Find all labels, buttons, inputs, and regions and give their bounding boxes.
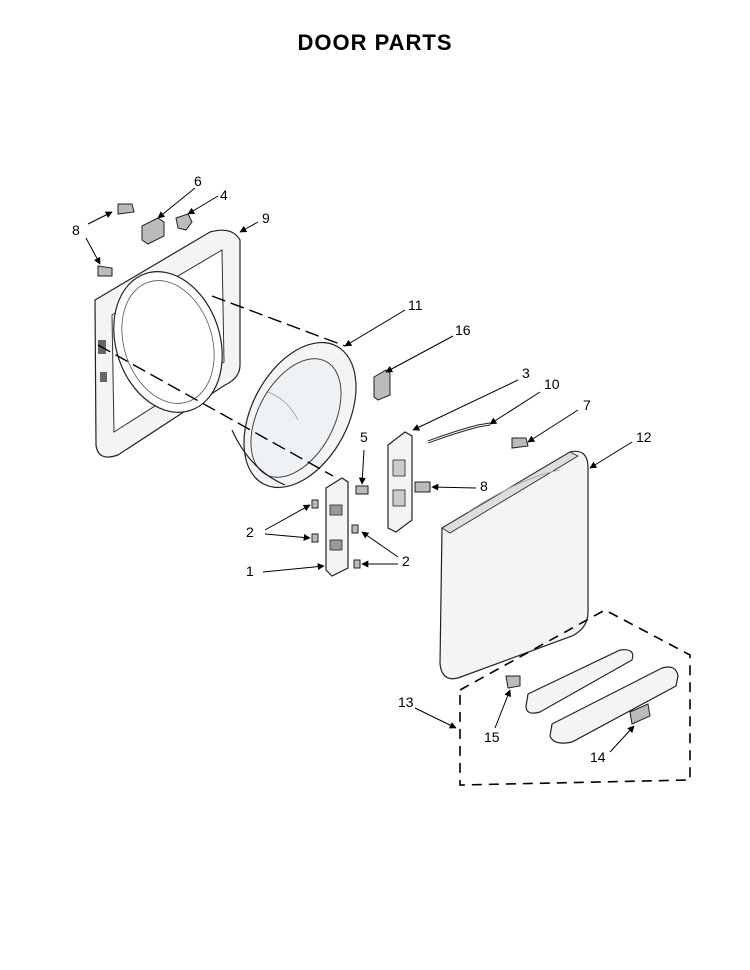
callout-8-left: 8 — [72, 222, 80, 238]
screw-part-8-upper[interactable] — [117, 203, 135, 215]
alignment-line-lower — [97, 344, 334, 477]
callout-11: 11 — [408, 297, 423, 313]
callout-12: 12 — [636, 429, 652, 445]
callout-4: 4 — [220, 187, 228, 203]
screw-part-8-lower[interactable] — [414, 481, 431, 493]
callout-2-right: 2 — [402, 553, 410, 569]
door-strike-part[interactable] — [373, 369, 391, 401]
callout-6: 6 — [194, 173, 202, 189]
callout-15: 15 — [484, 729, 500, 745]
latch-bracket-part[interactable] — [387, 431, 413, 533]
outer-door-panel-part[interactable] — [439, 450, 589, 680]
callout-9: 9 — [262, 210, 270, 226]
callout-5: 5 — [360, 429, 368, 445]
callout-16: 16 — [455, 322, 471, 338]
screw-part-5[interactable] — [355, 485, 369, 495]
callout-1: 1 — [246, 563, 254, 579]
callout-8-right: 8 — [480, 478, 488, 494]
screw-part-8-left[interactable] — [97, 265, 113, 277]
bumper-part-4[interactable] — [175, 213, 193, 231]
callout-14: 14 — [590, 749, 606, 765]
door-frame-part[interactable] — [94, 229, 241, 458]
callout-7: 7 — [583, 397, 591, 413]
handle-assembly-boundary — [459, 609, 691, 786]
door-catch-part-6[interactable] — [141, 217, 165, 245]
callout-3: 3 — [522, 365, 530, 381]
callout-10: 10 — [544, 376, 560, 392]
screw-part-7[interactable] — [511, 437, 529, 449]
spring-clip-part[interactable] — [427, 422, 491, 444]
door-glass-part[interactable] — [221, 324, 379, 507]
alignment-line-upper — [211, 295, 346, 347]
callout-13: 13 — [398, 694, 414, 710]
hinge-part[interactable] — [325, 477, 349, 577]
page-title: DOOR PARTS — [297, 30, 453, 55]
door-handle-part[interactable] — [525, 649, 679, 744]
leader-lines — [85, 187, 635, 753]
hinge-screws-part[interactable] — [311, 499, 361, 569]
callout-2-left: 2 — [246, 524, 254, 540]
screw-part-15[interactable] — [505, 675, 521, 689]
